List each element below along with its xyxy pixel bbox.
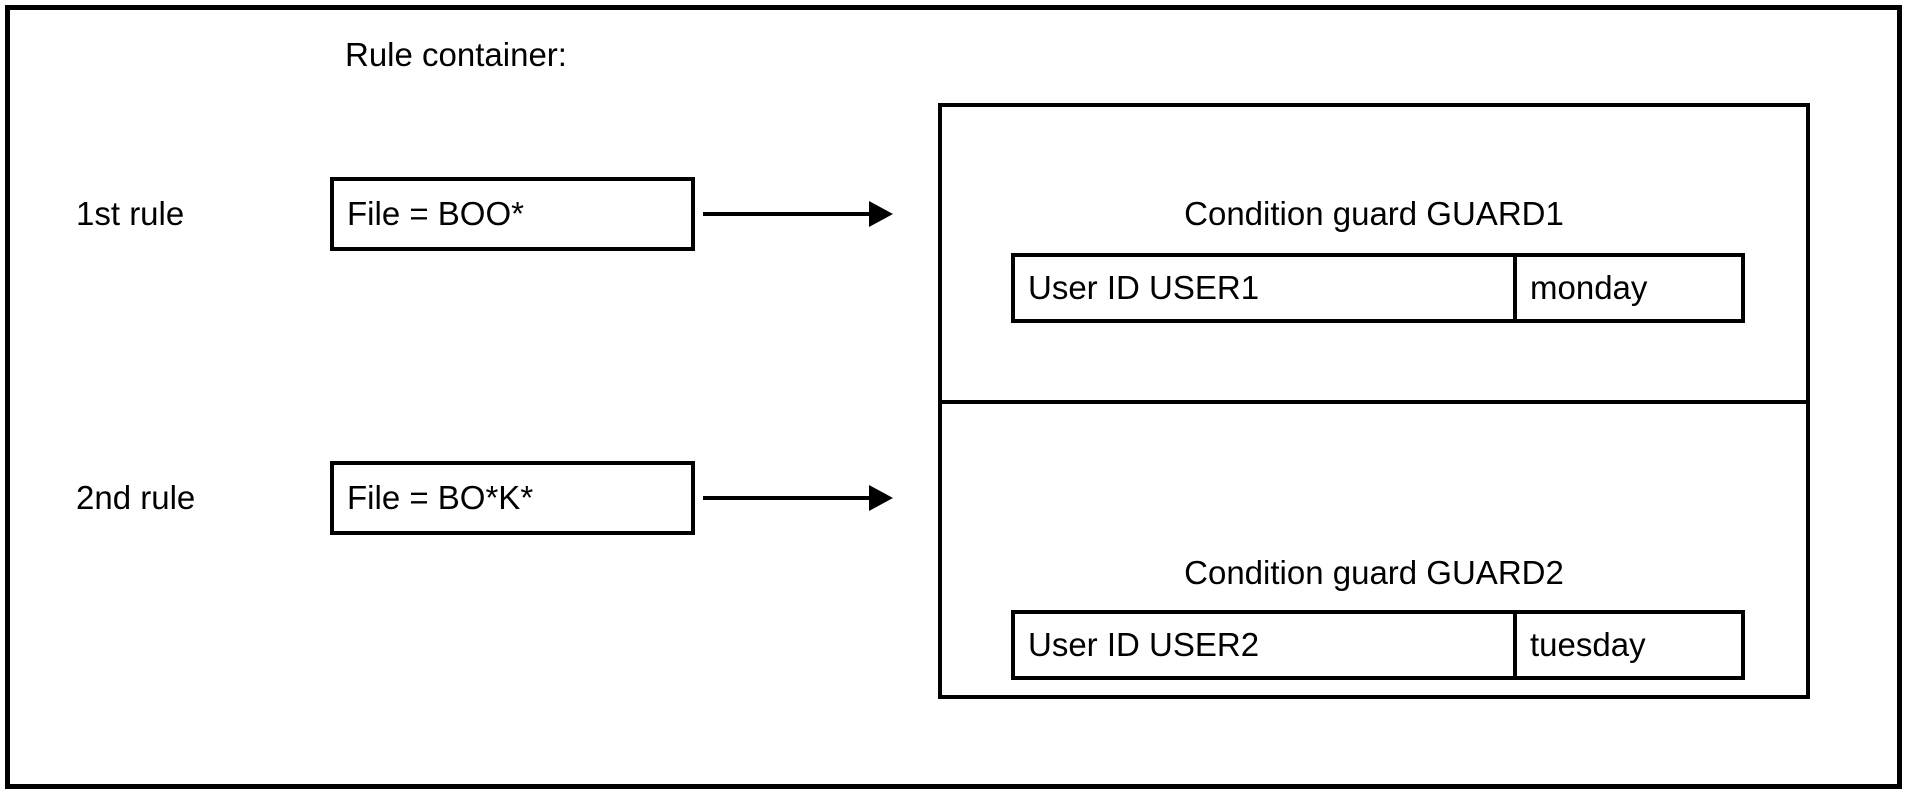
- guard-2-day-cell: tuesday: [1530, 626, 1646, 663]
- rule-2-condition-box: File = BO*K*: [330, 461, 695, 535]
- guard-1-user-cell: User ID USER1: [1015, 257, 1517, 319]
- guard-2-user-cell: User ID USER2: [1015, 614, 1517, 676]
- rule-1-arrow-head-icon: [869, 201, 893, 227]
- guard-2-title: Condition guard GUARD2: [1184, 554, 1564, 591]
- rule-2-condition-text: File = BO*K*: [347, 479, 534, 516]
- outer-border: [5, 5, 1902, 789]
- rule-2-arrow-head-icon: [869, 485, 893, 511]
- rule-1-condition-box: File = BOO*: [330, 177, 695, 251]
- rule-2-label: 2nd rule: [76, 479, 196, 516]
- rule-1-arrow-line: [703, 212, 871, 216]
- guard-1-day-cell: monday: [1530, 269, 1648, 306]
- rule-2-arrow-line: [703, 496, 871, 500]
- guard-1-table: User ID USER1 monday: [1011, 253, 1745, 323]
- guard-1-section: Condition guard GUARD1 User ID USER1 mon…: [942, 107, 1806, 404]
- guard-2-table: User ID USER2 tuesday: [1011, 610, 1745, 680]
- rule-container-box: Condition guard GUARD1 User ID USER1 mon…: [938, 103, 1810, 699]
- guard-1-title: Condition guard GUARD1: [1184, 195, 1564, 232]
- rule-container-label: Rule container:: [345, 36, 567, 73]
- rule-1-arrow: [703, 201, 893, 227]
- rule-1-condition-text: File = BOO*: [347, 195, 524, 232]
- rule-1-label: 1st rule: [76, 195, 185, 232]
- rule-2-arrow: [703, 485, 893, 511]
- guard-2-section: Condition guard GUARD2 User ID USER2 tue…: [942, 404, 1806, 695]
